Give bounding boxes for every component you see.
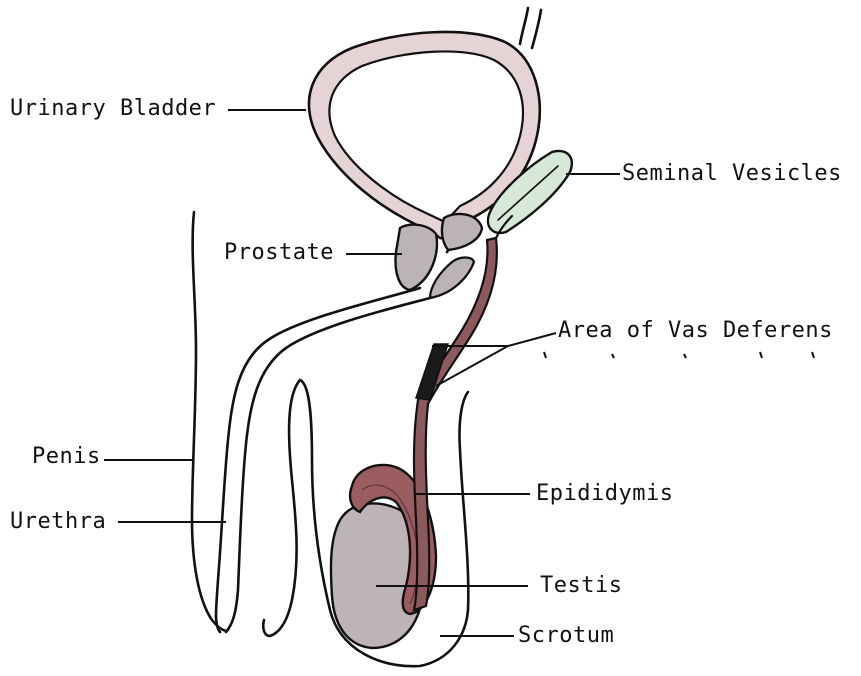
- label-fragments: [544, 352, 814, 358]
- label-urinary-bladder: Urinary Bladder: [10, 96, 216, 122]
- label-urethra: Urethra: [10, 509, 106, 535]
- label-testis: Testis: [540, 573, 622, 599]
- label-seminal-vesicles: Seminal Vesicles: [622, 161, 842, 187]
- ureter: [520, 8, 541, 48]
- label-prostate: Prostate: [224, 240, 334, 266]
- penis-outline: [192, 212, 228, 631]
- label-penis: Penis: [32, 444, 101, 470]
- label-epididymis: Epididymis: [536, 481, 673, 507]
- label-scrotum: Scrotum: [518, 623, 614, 649]
- label-vas-deferens: Area of Vas Deferens: [558, 318, 833, 344]
